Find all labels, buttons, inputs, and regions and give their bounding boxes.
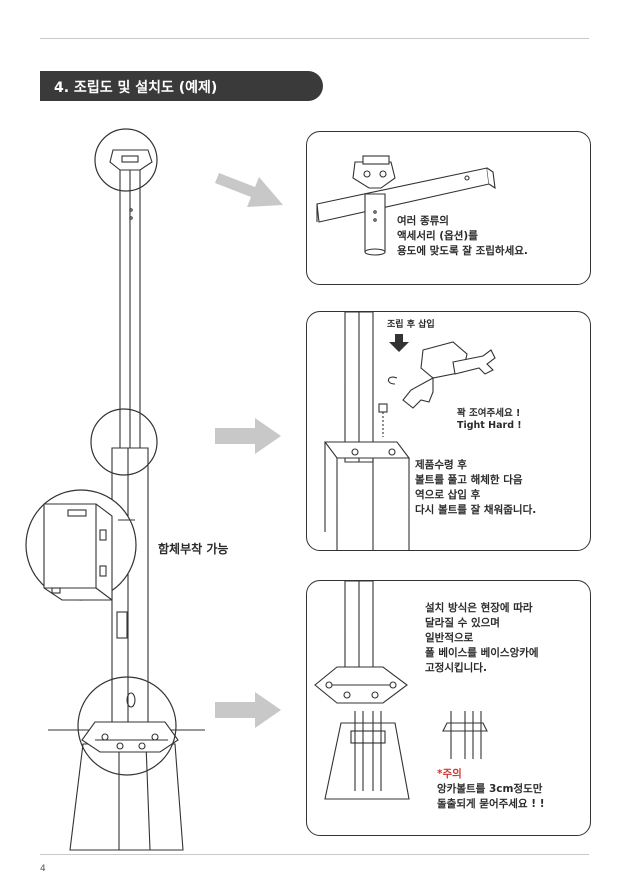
caution-title: *주의 xyxy=(437,768,462,780)
section-title-bar: 4. 조립도 및 설치도 (예제) xyxy=(40,71,323,101)
tighten-label-ko: 꽉 조여주세요 ! xyxy=(457,408,521,419)
arrow-icon-top xyxy=(215,173,283,207)
installation-panel: 설치 방식은 현장에 따라 달라질 수 있으며 일반적으로 폴 베이스를 베이스… xyxy=(306,580,591,836)
accessory-panel: 여러 종류의 액세서리 (옵션)를 용도에 맞도록 잘 조립하세요. xyxy=(306,131,591,285)
enclosure-label: 함체부착 가능 xyxy=(158,542,229,556)
page-number: 4 xyxy=(40,864,46,874)
footer-rule xyxy=(40,854,589,855)
installation-text: 설치 방식은 현장에 따라 달라질 수 있으며 일반적으로 폴 베이스를 베이스… xyxy=(425,602,539,674)
pole-insert-illustration xyxy=(323,312,496,550)
assembly-text: 제품수령 후 볼트를 풀고 해체한 다음 역으로 삽입 후 다시 볼트를 잘 채… xyxy=(415,459,537,516)
accessory-bracket-illustration xyxy=(316,155,496,256)
tighten-label-en: Tight Hard ! xyxy=(457,420,522,431)
arrow-icon-bottom xyxy=(215,692,281,728)
header-rule xyxy=(40,38,589,39)
accessory-text: 여러 종류의 액세서리 (옵션)를 용도에 맞도록 잘 조립하세요. xyxy=(397,215,528,257)
assembly-panel: 조립 후 삽입 꽉 조여주세요 ! Tight Hard ! 제품수령 후 볼트… xyxy=(306,311,591,551)
caution-text: 앙카볼트를 3cm정도만 돌출되게 묻어주세요 ! ! xyxy=(437,783,545,810)
section-title: 4. 조립도 및 설치도 (예제) xyxy=(54,80,218,96)
arrow-icon-middle xyxy=(215,418,281,454)
anchor-install-illustration xyxy=(314,581,488,800)
insert-label: 조립 후 삽입 xyxy=(387,320,435,330)
